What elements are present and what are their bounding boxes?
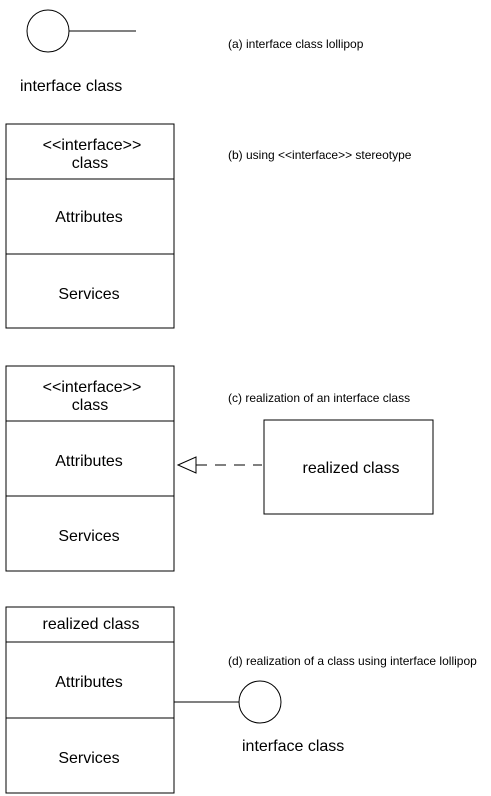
realization-arrowhead-icon (176, 456, 197, 474)
caption-b: (b) using <<interface>> stereotype (228, 148, 412, 162)
stereotype-label: <<interface>> (43, 137, 142, 154)
class-name-label: class (72, 397, 108, 414)
services-label: Services (58, 286, 119, 303)
section-a: interface class (a) interface class loll… (20, 9, 364, 95)
section-c: <<interface>> class Attributes Services … (5, 365, 434, 572)
interface-class-label: interface class (242, 738, 344, 755)
class-name-label: class (72, 155, 108, 172)
interface-class-label: interface class (20, 78, 122, 95)
section-d: realized class Attributes Services inter… (5, 606, 477, 794)
realized-class-box (5, 606, 175, 794)
attributes-label: Attributes (55, 209, 123, 226)
interface-class-box (5, 123, 175, 329)
section-b: <<interface>> class Attributes Services … (5, 123, 412, 329)
caption-a: (a) interface class lollipop (228, 37, 364, 51)
services-label: Services (58, 528, 119, 545)
realized-class-box (263, 419, 434, 515)
services-label: Services (58, 750, 119, 767)
caption-d: (d) realization of a class using interfa… (228, 654, 477, 668)
realized-class-label: realized class (303, 460, 400, 477)
attributes-label: Attributes (55, 674, 123, 691)
interface-lollipop-circle (26, 9, 70, 53)
class-name-label: realized class (43, 616, 140, 633)
attributes-label: Attributes (55, 453, 123, 470)
interface-class-box (5, 365, 175, 572)
stereotype-label: <<interface>> (43, 379, 142, 396)
interface-lollipop-circle (238, 680, 282, 724)
caption-c: (c) realization of an interface class (228, 391, 410, 405)
